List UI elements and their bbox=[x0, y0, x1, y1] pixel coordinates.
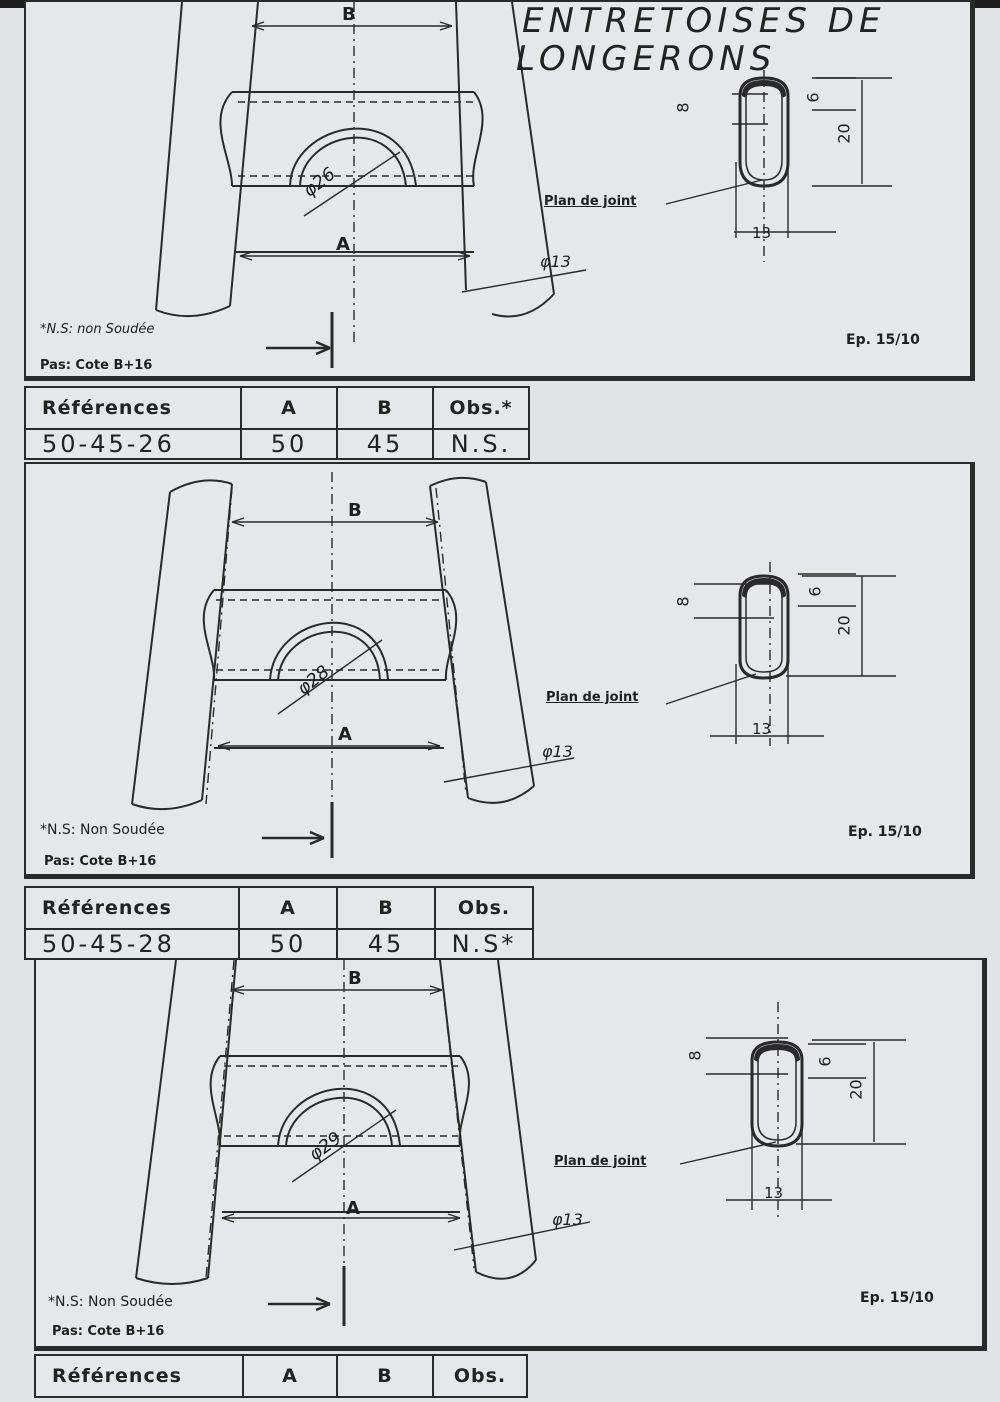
reference-table-header: Références A B Obs. bbox=[34, 1354, 528, 1398]
cell-reference: 50-45-26 bbox=[24, 428, 242, 460]
cell-reference: 50-45-28 bbox=[24, 928, 240, 960]
dim-b-label: B bbox=[348, 968, 362, 989]
col-b: B bbox=[336, 886, 436, 930]
col-b: B bbox=[336, 1354, 434, 1398]
dim-a-label: A bbox=[338, 724, 352, 745]
dim-b-label: B bbox=[348, 500, 362, 521]
weld-note: *N.S: Non Soudée bbox=[48, 1294, 173, 1310]
dim-b-label: B bbox=[342, 4, 356, 25]
section-dim-20: 20 bbox=[834, 123, 854, 144]
drawing-sheet-1: ENTRETOISES DE LONGERONS B φ26 A φ13 8 6… bbox=[24, 0, 975, 381]
drawing-1-lines bbox=[155, 1, 892, 368]
col-b: B bbox=[336, 386, 434, 430]
section-dim-20: 20 bbox=[846, 1079, 866, 1100]
joint-plane-label: Plan de joint bbox=[546, 690, 639, 705]
tube-diameter-label: φ13 bbox=[542, 742, 573, 761]
drawing-2-lines bbox=[131, 472, 896, 858]
reference-table-1: Références A B Obs.* 50-45-26 50 45 N.S. bbox=[24, 386, 530, 460]
tube-diameter-label: φ13 bbox=[552, 1210, 583, 1229]
section-dim-20: 20 bbox=[834, 615, 854, 636]
cell-obs: N.S. bbox=[432, 428, 530, 460]
col-obs: Obs. bbox=[432, 1354, 528, 1398]
pitch-note: Pas: Cote B+16 bbox=[40, 358, 153, 373]
col-references: Références bbox=[34, 1354, 244, 1398]
drawing-sheet-2: B φ28 A φ13 8 6 20 13 Plan de joint *N.S… bbox=[24, 462, 975, 879]
col-a: A bbox=[242, 1354, 338, 1398]
reference-table-header: Références A B Obs.* bbox=[24, 386, 530, 430]
cell-a: 50 bbox=[240, 428, 338, 460]
col-references: Références bbox=[24, 386, 242, 430]
document-title-line2: LONGERONS bbox=[516, 39, 777, 79]
weld-note: *N.S: Non Soudée bbox=[40, 822, 165, 838]
thickness-label: Ep. 15/10 bbox=[848, 824, 922, 840]
reference-table-header: Références A B Obs. bbox=[24, 886, 534, 930]
pitch-note: Pas: Cote B+16 bbox=[52, 1324, 165, 1339]
drawing-3-lines bbox=[135, 959, 906, 1326]
cell-b: 45 bbox=[336, 928, 436, 960]
weld-note: *N.S: non Soudée bbox=[40, 322, 155, 337]
document-title-line1: ENTRETOISES DE bbox=[522, 1, 886, 41]
section-dim-6: 6 bbox=[803, 92, 823, 103]
joint-plane-label: Plan de joint bbox=[544, 194, 637, 209]
section-dim-13: 13 bbox=[764, 1184, 784, 1202]
table-row: 50-45-28 50 45 N.S* bbox=[24, 928, 534, 960]
drawing-sheet-3: B φ29 A φ13 8 6 20 13 Plan de joint *N.S… bbox=[34, 958, 987, 1351]
section-dim-13: 13 bbox=[752, 720, 772, 738]
cell-obs: N.S* bbox=[434, 928, 534, 960]
pitch-note: Pas: Cote B+16 bbox=[44, 854, 157, 869]
col-a: A bbox=[238, 886, 338, 930]
thickness-label: Ep. 15/10 bbox=[860, 1290, 934, 1306]
section-dim-8: 8 bbox=[685, 1050, 705, 1061]
col-obs: Obs. bbox=[434, 886, 534, 930]
reference-table-3: Références A B Obs. bbox=[34, 1354, 528, 1398]
thickness-label: Ep. 15/10 bbox=[846, 332, 920, 348]
joint-plane-label: Plan de joint bbox=[554, 1154, 647, 1169]
col-a: A bbox=[240, 386, 338, 430]
section-dim-8: 8 bbox=[673, 102, 693, 113]
section-dim-6: 6 bbox=[815, 1056, 835, 1067]
cell-a: 50 bbox=[238, 928, 338, 960]
dim-a-label: A bbox=[346, 1198, 360, 1219]
section-dim-8: 8 bbox=[673, 596, 693, 607]
col-obs: Obs.* bbox=[432, 386, 530, 430]
table-row: 50-45-26 50 45 N.S. bbox=[24, 428, 530, 460]
col-references: Références bbox=[24, 886, 240, 930]
section-dim-13: 13 bbox=[752, 224, 772, 242]
dim-a-label: A bbox=[336, 234, 350, 255]
tube-diameter-label: φ13 bbox=[540, 252, 571, 271]
section-dim-6: 6 bbox=[805, 586, 825, 597]
reference-table-2: Références A B Obs. 50-45-28 50 45 N.S* bbox=[24, 886, 534, 960]
cell-b: 45 bbox=[336, 428, 434, 460]
